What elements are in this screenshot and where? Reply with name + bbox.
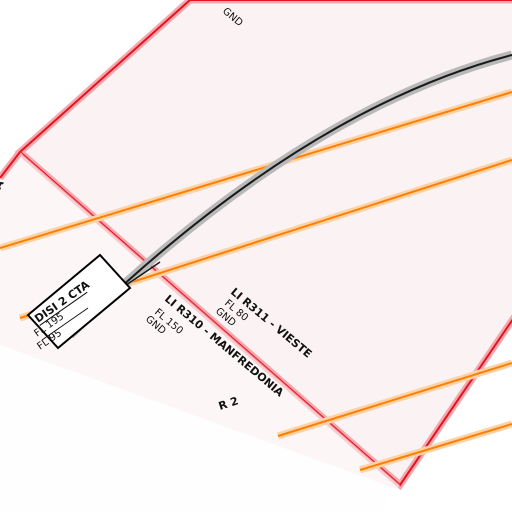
restricted-area-r310-border-line xyxy=(0,151,21,179)
route-lines xyxy=(0,88,512,474)
bottom-sector-partial-label: R 2 xyxy=(217,394,240,413)
cta-label-divider xyxy=(39,291,88,326)
outside-region xyxy=(0,345,512,512)
route-line-1-core xyxy=(0,91,512,249)
route-line-4-core xyxy=(359,423,512,471)
left-edge-partial-label: A xyxy=(0,177,7,191)
airway-curve[interactable] xyxy=(69,54,512,336)
cta-upper-divider xyxy=(41,307,89,341)
restricted-area-r311-vieste-border xyxy=(18,0,512,487)
cta-box[interactable] xyxy=(26,253,132,350)
route-line-3-core xyxy=(277,362,512,437)
